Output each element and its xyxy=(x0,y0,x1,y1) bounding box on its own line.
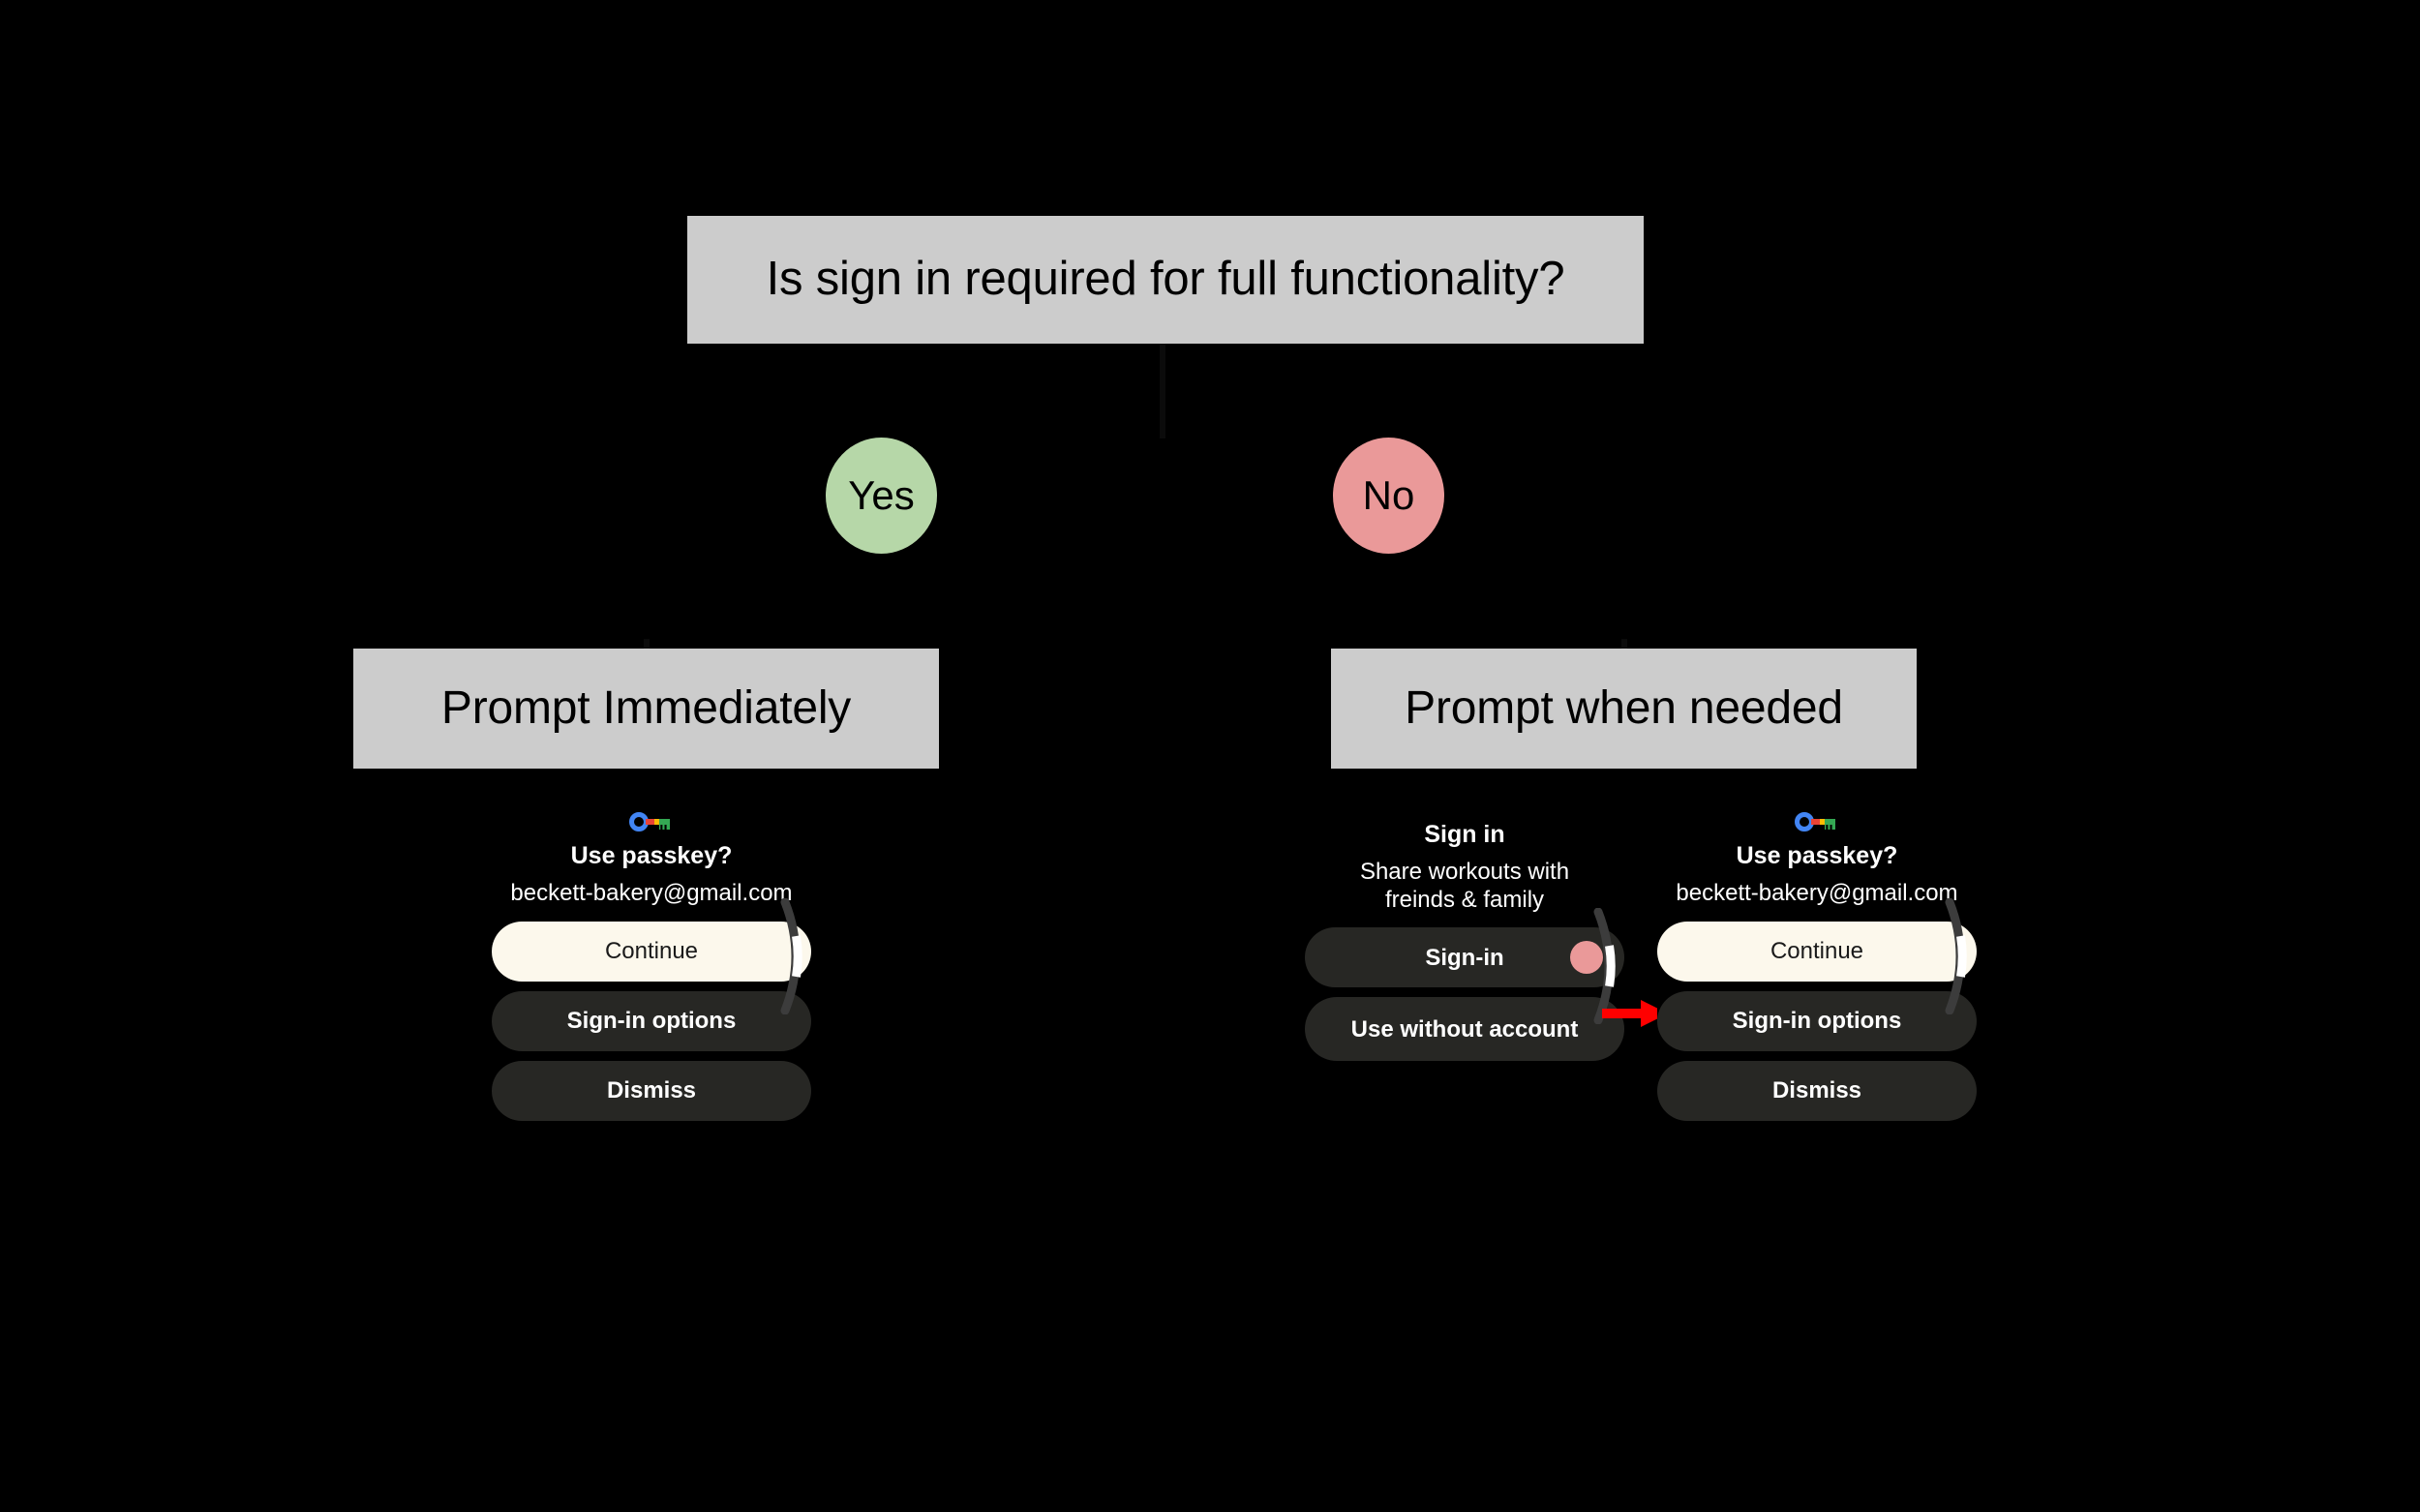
watch-mockup-passkey-right: Use passkey? beckett-bakery@gmail.com Co… xyxy=(1657,811,1977,1131)
watch-account-email: beckett-bakery@gmail.com xyxy=(510,879,793,906)
avatar-dot-icon xyxy=(1570,941,1603,975)
watch-title: Use passkey? xyxy=(1736,842,1898,869)
scroll-indicator[interactable] xyxy=(1944,898,1977,1014)
google-passkey-icon xyxy=(1795,812,1835,832)
watch-account-email: beckett-bakery@gmail.com xyxy=(1676,879,1958,906)
dismiss-button[interactable]: Dismiss xyxy=(1657,1060,1977,1121)
continue-button[interactable]: Continue xyxy=(492,921,811,982)
watch-mockup-passkey-left: Use passkey? beckett-bakery@gmail.com Co… xyxy=(492,811,811,1131)
outcome-box-prompt-when-needed: Prompt when needed xyxy=(1331,649,1917,769)
continue-button[interactable]: Continue xyxy=(1657,921,1977,982)
sign-in-button[interactable]: Sign-in xyxy=(1305,927,1624,988)
branch-node-yes: Yes xyxy=(826,438,937,554)
watch-title: Sign in xyxy=(1424,821,1505,848)
google-passkey-icon xyxy=(629,812,670,832)
sign-in-options-button[interactable]: Sign-in options xyxy=(492,990,811,1051)
watch-title: Use passkey? xyxy=(570,842,733,869)
sign-in-button-label: Sign-in xyxy=(1425,944,1504,971)
outcome-box-prompt-immediately: Prompt Immediately xyxy=(353,649,939,769)
connector-root-to-branches xyxy=(1160,342,1165,438)
branch-node-no: No xyxy=(1333,438,1444,554)
sign-in-options-button[interactable]: Sign-in options xyxy=(1657,990,1977,1051)
connector-yes-to-left-box xyxy=(644,639,650,654)
red-arrow-icon xyxy=(1602,1000,1668,1027)
decision-root-box: Is sign in required for full functionali… xyxy=(687,216,1644,344)
use-without-account-button[interactable]: Use without account xyxy=(1305,997,1624,1062)
dismiss-button[interactable]: Dismiss xyxy=(492,1060,811,1121)
watch-mockup-signin: Sign in Share workouts with freinds & fa… xyxy=(1305,821,1624,1072)
watch-subtitle: Share workouts with freinds & family xyxy=(1359,858,1570,913)
connector-no-to-right-box xyxy=(1621,639,1627,654)
scroll-indicator[interactable] xyxy=(779,898,812,1014)
